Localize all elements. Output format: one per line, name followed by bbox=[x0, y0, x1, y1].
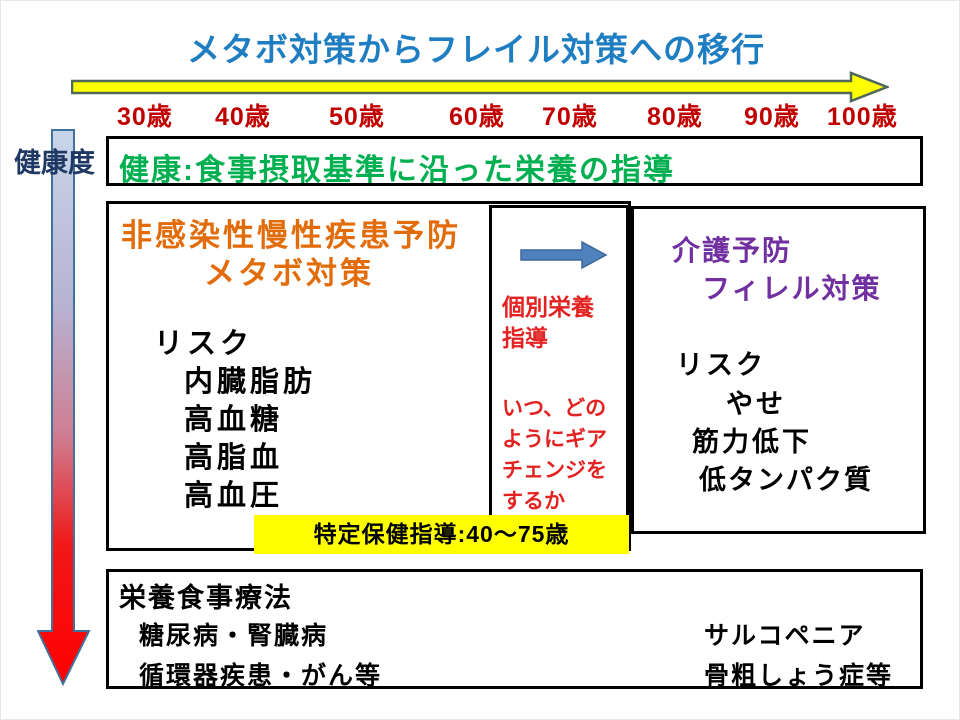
therapy-left-item: 循環器疾患・がん等 bbox=[139, 662, 383, 690]
metabo-risk-item: 内臓脂肪 bbox=[184, 366, 317, 398]
therapy-heading: 栄養食事療法 bbox=[119, 583, 293, 613]
age-tick-60: 60歳 bbox=[449, 103, 505, 131]
therapy-right-item: サルコペニア bbox=[704, 622, 866, 650]
gear-change-text: いつ、どのようにギアチェンジをするか bbox=[502, 397, 607, 513]
health-guidance-text: 健康:食事摂取基準に沿った栄養の指導 bbox=[119, 154, 675, 187]
health-axis-label: 健康度 bbox=[14, 148, 95, 178]
nutrition-therapy-box: 栄養食事療法 糖尿病・腎臓病 循環器疾患・がん等 サルコペニア 骨粗しょう症等 bbox=[106, 569, 923, 690]
care-risk-label: リスク bbox=[676, 350, 766, 380]
metabo-risk-label: リスク bbox=[154, 328, 254, 360]
age-tick-90: 90歳 bbox=[744, 103, 800, 131]
care-risk-item: 低タンパク質 bbox=[699, 465, 873, 495]
right-arrow-icon bbox=[520, 240, 608, 270]
gear-change-box: 個別栄養指導 いつ、どのようにギアチェンジをするか bbox=[489, 205, 629, 554]
age-tick-100: 100歳 bbox=[827, 103, 898, 131]
metabo-risk-item: 高脂血 bbox=[184, 442, 284, 474]
health-axis-arrow-icon bbox=[37, 129, 91, 686]
care-prevention-box: 介護予防 フィレル対策 リスク やせ 筋力低下 低タンパク質 bbox=[631, 206, 926, 534]
tokutei-hoken-label: 特定保健指導:40～75歳 bbox=[254, 515, 629, 554]
care-risk-item: やせ bbox=[726, 389, 786, 419]
therapy-left-item: 糖尿病・腎臓病 bbox=[139, 622, 329, 650]
page-title: メタボ対策からフレイル対策への移行 bbox=[187, 31, 765, 68]
metabo-heading-line1: 非感染性慢性疾患予防 bbox=[121, 218, 461, 253]
age-tick-80: 80歳 bbox=[647, 103, 703, 131]
health-guidance-box: 健康:食事摂取基準に沿った栄養の指導 bbox=[106, 136, 923, 187]
metabo-heading-line2: メタボ対策 bbox=[204, 256, 374, 291]
care-heading-line1: 介護予防 bbox=[672, 235, 793, 266]
individual-nutrition-text: 個別栄養指導 bbox=[502, 294, 594, 351]
therapy-right-item: 骨粗しょう症等 bbox=[704, 662, 894, 690]
age-tick-40: 40歳 bbox=[215, 103, 271, 131]
age-tick-30: 30歳 bbox=[117, 103, 173, 131]
age-tick-50: 50歳 bbox=[329, 103, 385, 131]
care-risk-item: 筋力低下 bbox=[692, 427, 812, 457]
care-heading-line2: フィレル対策 bbox=[702, 273, 882, 304]
timeline-arrow-icon bbox=[71, 71, 889, 103]
age-tick-70: 70歳 bbox=[542, 103, 598, 131]
metabo-risk-item: 高血糖 bbox=[184, 404, 284, 436]
metabo-risk-item: 高血圧 bbox=[184, 480, 284, 512]
